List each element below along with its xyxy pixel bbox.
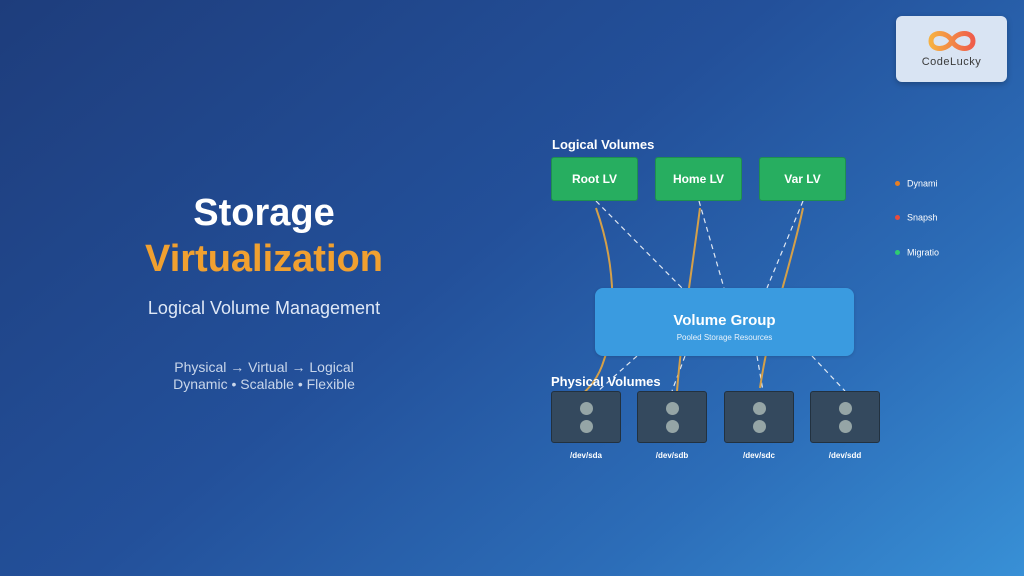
legend-label: Migratio <box>907 247 940 258</box>
logical-volumes-heading: Logical Volumes <box>552 137 655 152</box>
pv-disk-sdc[interactable] <box>724 391 794 443</box>
disk-platter-icon <box>666 402 679 415</box>
hero-title-storage: Storage <box>193 192 335 234</box>
pv-label-sdd: /dev/sdd <box>828 451 862 460</box>
legend-dot-icon <box>895 215 900 221</box>
legend-label: Snapsh <box>907 212 938 223</box>
legend-item-migration: Migratio <box>895 247 955 258</box>
disk-platter-icon <box>753 402 766 415</box>
hero-tagline: Physical → Virtual → Logical Dynamic • S… <box>0 359 528 393</box>
pv-disk-sdb[interactable] <box>637 391 707 443</box>
pv-label-sdc: /dev/sdc <box>742 451 775 460</box>
lv-vg-dashed-line <box>595 200 683 289</box>
disk-platter-icon <box>580 420 593 433</box>
legend-dot-icon <box>895 250 900 256</box>
lv-box-home[interactable]: Home LV <box>655 157 742 201</box>
disk-platter-icon <box>580 402 593 415</box>
hero-title-virtualization: Virtualization <box>145 238 383 280</box>
disk-platter-icon <box>666 420 679 433</box>
vg-pv-dashed-line <box>811 355 846 392</box>
legend-dot-icon <box>895 181 900 187</box>
hero-section: Storage Virtualization Logical Volume Ma… <box>0 190 528 393</box>
tagline-line-2: Dynamic • Scalable • Flexible <box>173 376 355 392</box>
logo-text: CodeLucky <box>921 56 982 68</box>
volume-group-subtitle: Pooled Storage Resources <box>676 333 773 342</box>
lv-vg-dashed-line <box>698 200 725 289</box>
disk-platter-icon <box>839 420 852 433</box>
volume-group-box[interactable]: Volume Group Pooled Storage Resources <box>595 288 854 356</box>
lv-box-root[interactable]: Root LV <box>551 157 638 201</box>
hero-subtitle: Logical Volume Management <box>147 298 381 318</box>
pv-label-sdb: /dev/sdb <box>655 451 689 460</box>
lv-box-var[interactable]: Var LV <box>759 157 846 201</box>
legend-item-snapshot: Snapsh <box>895 212 955 223</box>
legend-item-dynamic: Dynami <box>895 178 955 189</box>
disk-platter-icon <box>753 420 766 433</box>
codelucky-logo[interactable]: CodeLucky <box>896 16 1007 82</box>
legend-label: Dynami <box>907 178 938 189</box>
volume-group-title: Volume Group <box>673 312 776 329</box>
infinity-logo-icon <box>928 31 976 51</box>
physical-volumes-heading: Physical Volumes <box>551 374 661 389</box>
lv-vg-dashed-line <box>766 200 804 289</box>
tagline-line-1: Physical → Virtual → Logical <box>174 359 354 375</box>
vg-pv-dashed-line <box>756 355 764 392</box>
disk-platter-icon <box>839 402 852 415</box>
pv-disk-sdd[interactable] <box>810 391 880 443</box>
pv-disk-sda[interactable] <box>551 391 621 443</box>
pv-label-sda: /dev/sda <box>569 451 602 460</box>
